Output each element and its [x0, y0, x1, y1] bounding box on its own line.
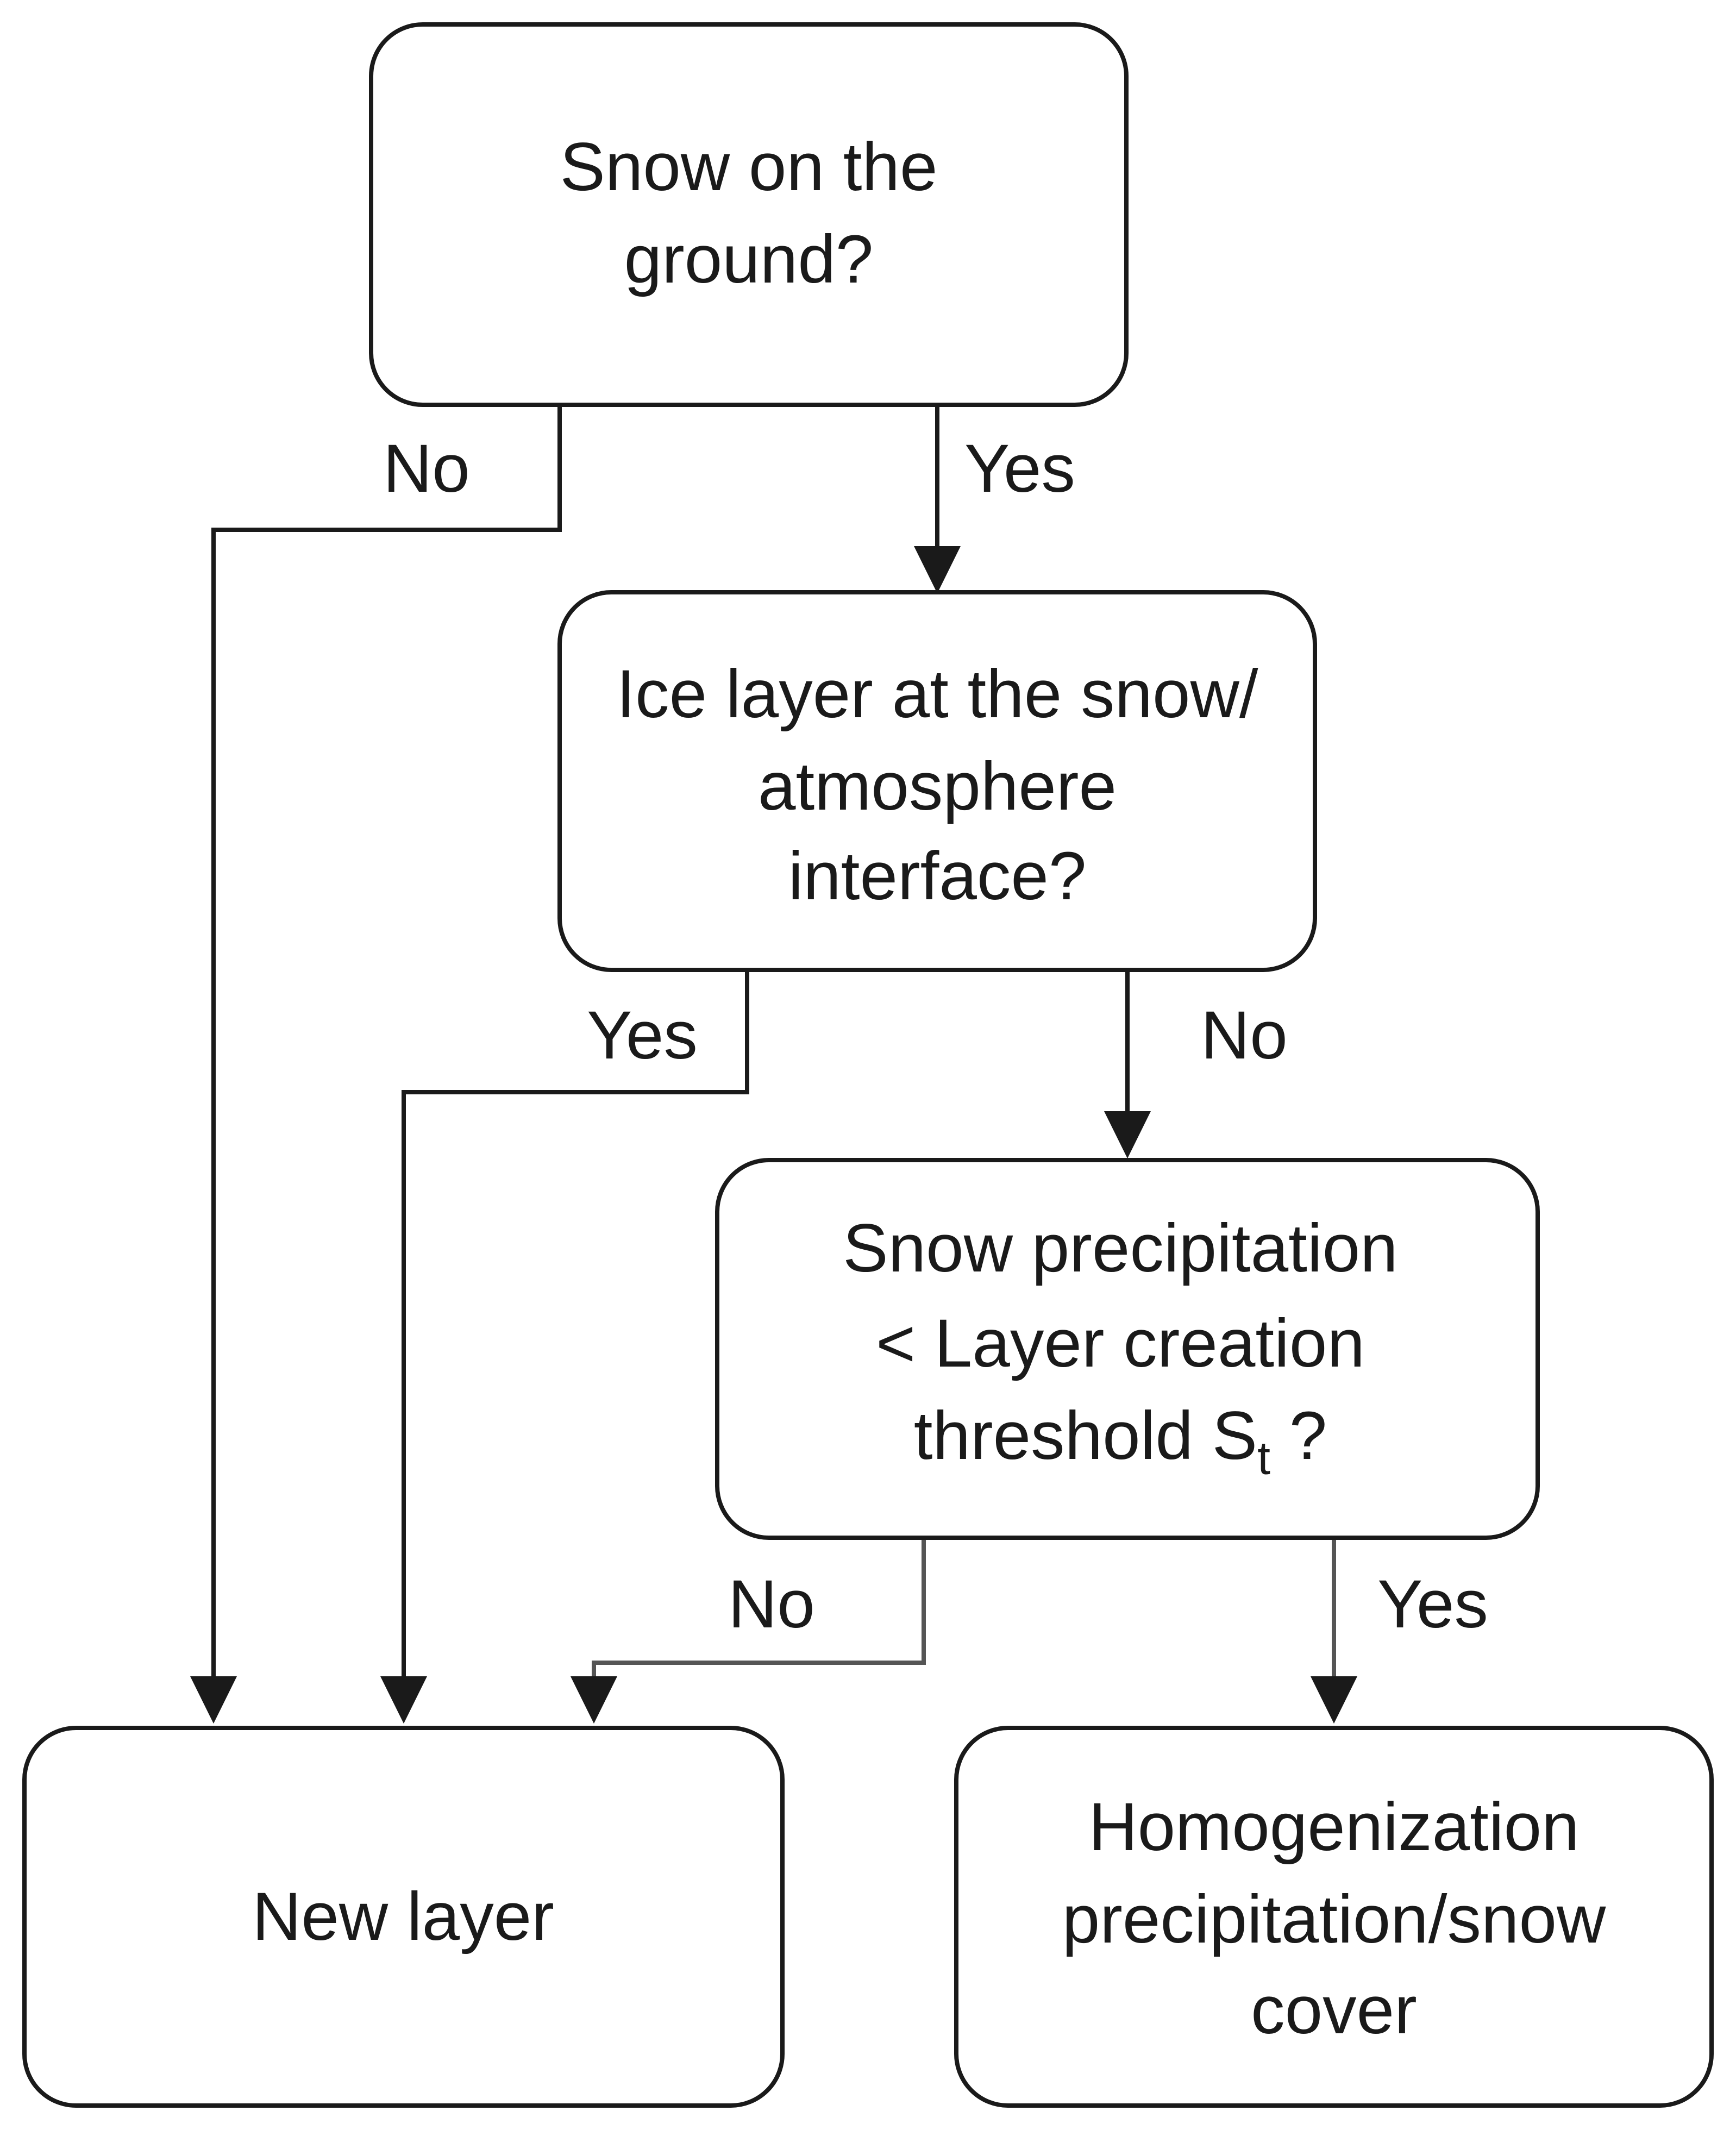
node-homogenization-line-1: Homogenization — [1088, 1789, 1579, 1865]
node-snow-on-ground-line-2: ground? — [624, 222, 874, 297]
node-snow-precip-line-1: Snow precipitation — [843, 1211, 1397, 1286]
threshold-subscript: t — [1257, 1432, 1270, 1484]
node-snow-precip-line-3: threshold St ? — [914, 1398, 1327, 1484]
arrowhead-precip-yes — [1311, 1676, 1357, 1724]
node-ice-layer-box — [557, 590, 1317, 972]
label-ice-yes: Yes — [587, 998, 698, 1073]
node-new-layer-box — [22, 1726, 785, 2108]
node-snow-precip-line-2: < Layer creation — [876, 1306, 1365, 1381]
edge-ice-yes — [402, 970, 749, 1690]
node-homogenization-line-2: precipitation/snow — [1062, 1882, 1606, 1957]
edge-ground-no — [211, 405, 562, 1690]
arrowhead-precip-no — [571, 1676, 617, 1724]
arrowhead-ice-no — [1104, 1111, 1151, 1158]
label-precip-no: No — [728, 1567, 815, 1642]
arrowhead-ice-yes — [380, 1676, 427, 1724]
label-precip-yes: Yes — [1377, 1567, 1488, 1642]
node-ice-layer-line-3: interface? — [788, 838, 1087, 914]
node-snow-precip-box — [715, 1158, 1540, 1540]
node-ice-layer-line-2: atmosphere — [758, 749, 1117, 824]
label-ground-yes: Yes — [964, 431, 1075, 506]
node-snow-on-ground-line-1: Snow on the — [560, 129, 938, 205]
arrowhead-ground-no — [190, 1676, 237, 1724]
node-homogenization-box — [954, 1726, 1714, 2108]
label-ground-no: No — [383, 431, 470, 506]
node-homogenization-line-3: cover — [1251, 1972, 1417, 2048]
threshold-text: threshold S — [914, 1398, 1257, 1474]
label-ice-no: No — [1201, 998, 1288, 1073]
node-new-layer-line-1: New layer — [252, 1879, 554, 1954]
node-snow-on-ground-box — [369, 22, 1129, 407]
node-ice-layer-line-1: Ice layer at the snow/ — [616, 656, 1258, 732]
threshold-suffix: ? — [1270, 1398, 1327, 1474]
arrowhead-ground-yes — [914, 546, 961, 593]
